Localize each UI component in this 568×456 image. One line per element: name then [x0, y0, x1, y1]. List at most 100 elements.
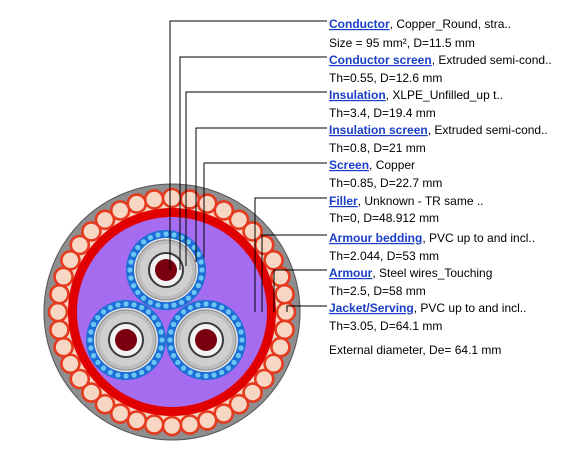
armour-wire — [81, 382, 102, 403]
armour-wire — [242, 221, 263, 242]
leader-line — [169, 20, 327, 270]
power-core — [126, 230, 206, 310]
filler-description: , Unknown - TR same .. — [358, 194, 484, 208]
screen-wire — [219, 304, 225, 311]
screen-wire — [171, 302, 177, 308]
screen-wire — [88, 345, 94, 351]
screen-wire — [170, 353, 177, 359]
conductor-screen-callout: Conductor screen, Extruded semi-cond.. — [329, 53, 552, 67]
filler-dims: Th=0, D=48.912 mm — [329, 211, 439, 225]
screen-wire — [128, 259, 134, 265]
conductor-link[interactable]: Conductor — [329, 17, 390, 31]
screen-wire — [158, 329, 164, 335]
insulation-link[interactable]: Insulation — [329, 88, 386, 102]
armour-wire — [274, 319, 295, 341]
screen-wire — [135, 289, 141, 296]
screen-wire — [159, 337, 165, 343]
armour-wire — [253, 368, 275, 390]
screen-wire — [167, 337, 173, 343]
armour-wires — [47, 187, 297, 437]
armour-link[interactable]: Armour — [329, 266, 373, 280]
filler-callout: Filler, Unknown - TR same .. — [329, 194, 484, 208]
leader-line — [286, 305, 327, 312]
conductor-description: , Copper_Round, stra.. — [390, 17, 511, 31]
screen-wire — [158, 345, 164, 351]
power-core — [86, 300, 166, 380]
armour-wire — [263, 353, 284, 375]
screen-wire — [238, 345, 244, 351]
armour-wire — [53, 336, 74, 358]
leader-line — [273, 269, 327, 312]
screen-wire — [211, 372, 217, 378]
jacket-serving-callout: Jacket/Serving, PVC up to and incl.. — [329, 301, 526, 315]
screen-wire — [231, 314, 237, 321]
screen-wire — [187, 304, 193, 311]
conductor — [115, 329, 137, 351]
screen-wire — [128, 275, 134, 281]
screen-link[interactable]: Screen — [329, 158, 369, 172]
screen-wire — [140, 239, 147, 245]
screen-wire — [139, 369, 145, 376]
armour-dims: Th=2.5, D=58 mm — [329, 284, 426, 298]
screen-wire — [195, 251, 202, 257]
insulation-callout: Insulation, XLPE_Unfilled_up t.. — [329, 88, 503, 102]
screen-wire — [88, 329, 94, 335]
armour-wire — [228, 209, 250, 231]
screen-wire — [107, 369, 113, 376]
armour-wire — [161, 187, 183, 209]
screen-wire — [225, 309, 232, 315]
conductor-dims: Size = 95 mm², D=11.5 mm — [329, 36, 475, 50]
filler-link[interactable]: Filler — [329, 194, 358, 208]
screen-wire — [95, 314, 101, 321]
screen-wire — [115, 302, 121, 308]
screen-wire — [147, 234, 153, 241]
screen-wire — [195, 302, 201, 308]
screen-wire — [239, 337, 245, 343]
screen-wire — [87, 337, 93, 343]
leader-line — [179, 56, 327, 270]
screen-wire — [145, 365, 152, 371]
screen-wire — [107, 304, 113, 311]
leader-line — [195, 127, 327, 262]
screen-wire — [131, 372, 137, 378]
screen-description: , Copper — [369, 158, 415, 172]
armour-wire — [47, 301, 69, 323]
screen-wire — [191, 289, 197, 296]
leader-lines — [169, 20, 327, 312]
screen-wire — [175, 314, 181, 321]
screen-wire — [131, 302, 137, 308]
insulation-screen-link[interactable]: Insulation screen — [329, 123, 428, 137]
insulation-dims: Th=3.4, D=19.4 mm — [329, 106, 436, 120]
jacket-serving-description: , PVC up to and incl.. — [414, 301, 527, 315]
screen-wire — [140, 295, 147, 301]
external-diameter-label: External diameter, De= 64.1 mm — [329, 343, 501, 357]
armour-wire — [69, 234, 91, 256]
screen-wire — [123, 373, 129, 379]
screen-wire — [145, 309, 152, 315]
armour-wire — [60, 249, 81, 271]
screen-wire — [185, 295, 192, 301]
screen-callout: Screen, Copper — [329, 158, 415, 172]
armour-bedding-description: , PVC up to and incl.. — [422, 231, 535, 245]
insulation-screen-description: , Extruded semi-cond.. — [428, 123, 548, 137]
leader-line — [261, 234, 327, 312]
power-cores — [86, 230, 246, 380]
leader-line — [203, 162, 327, 258]
screen-wire — [163, 231, 169, 237]
armour-wire — [94, 209, 116, 231]
screen-wire — [170, 321, 177, 327]
armour-callout: Armour, Steel wires_Touching — [329, 266, 492, 280]
layer-callouts: Conductor, Copper_Round, stra.. Size = 9… — [329, 17, 552, 357]
screen-wire — [130, 283, 137, 289]
armour-wire — [109, 403, 131, 424]
insulation-screen-dims: Th=0.8, D=21 mm — [329, 141, 426, 155]
armour-wire — [228, 393, 250, 415]
screen-wire — [187, 369, 193, 376]
conductor-screen-link[interactable]: Conductor screen — [329, 53, 432, 67]
jacket-serving-link[interactable]: Jacket/Serving — [329, 301, 414, 315]
armour-bedding-link[interactable]: Armour bedding — [329, 231, 422, 245]
screen-wire — [155, 232, 161, 238]
screen-wire — [139, 304, 145, 311]
armour-wire — [143, 414, 165, 435]
armour-description: , Steel wires_Touching — [372, 266, 492, 280]
